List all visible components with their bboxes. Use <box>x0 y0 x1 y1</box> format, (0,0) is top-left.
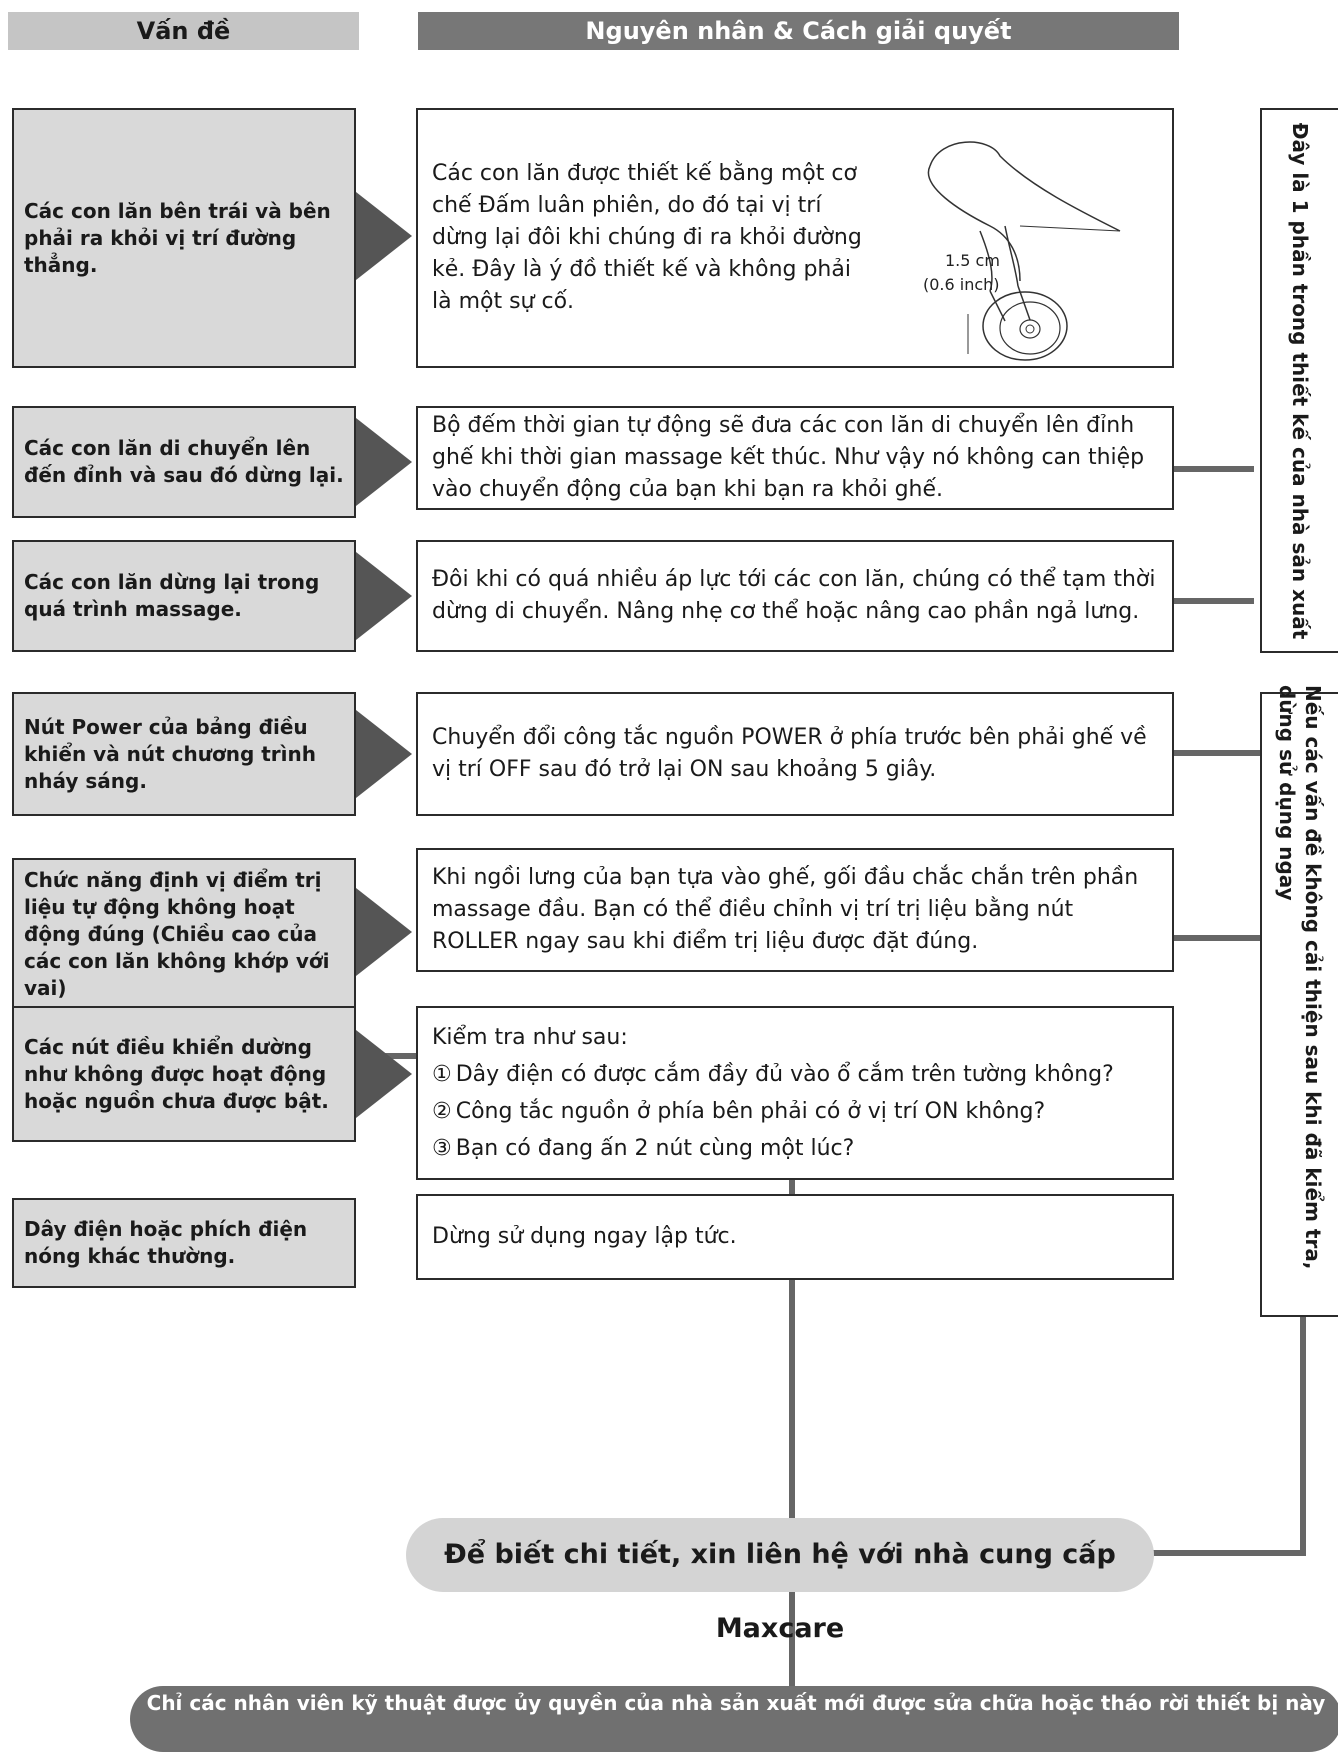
solution-row-1: Các con lăn được thiết kế bằng một cơ ch… <box>416 108 1174 368</box>
solution-row-3: Đôi khi có quá nhiều áp lực tới các con … <box>416 540 1174 652</box>
roller-dimension-inch: (0.6 inch) <box>923 275 1000 294</box>
connector-down-1 <box>789 1081 795 1521</box>
solution-row-4: Chuyển đổi công tắc nguồn POWER ở phía t… <box>416 692 1174 816</box>
problem-row-5: Chức năng định vị điểm trị liệu tự động … <box>12 858 356 1010</box>
connector-row3 <box>1174 598 1254 604</box>
connector-side2-down <box>1300 1315 1306 1553</box>
connector-side2-to-pill <box>1152 1550 1306 1556</box>
footer-warning: Chỉ các nhân viên kỹ thuật được ủy quyền… <box>130 1686 1338 1752</box>
contact-banner: Để biết chi tiết, xin liên hệ với nhà cu… <box>406 1518 1154 1644</box>
solution-row-7: Dừng sử dụng ngay lập tức. <box>416 1194 1174 1280</box>
problem-row-3: Các con lăn dừng lại trong quá trình mas… <box>12 540 356 652</box>
header-solution: Nguyên nhân & Cách giải quyết <box>418 12 1179 50</box>
connector-down-2 <box>789 1590 795 1688</box>
arrow-row-6 <box>356 1030 412 1118</box>
header-problem: Vấn đề <box>8 12 359 50</box>
connector-row4 <box>1174 750 1262 756</box>
arrow-row-3 <box>356 552 412 640</box>
arrow-row-2 <box>356 418 412 506</box>
connector-row6 <box>1174 935 1262 941</box>
solution-row-2: Bộ đếm thời gian tự động sẽ đưa các con … <box>416 406 1174 510</box>
side-note-design: Đây là 1 phần trong thiết kế của nhà sản… <box>1260 108 1338 653</box>
solution-row-5: Khi ngồi lưng của bạn tựa vào ghế, gối đ… <box>416 848 1174 972</box>
roller-dimension-cm: 1.5 cm <box>945 251 1000 270</box>
arrow-row-4 <box>356 710 412 798</box>
connector-row2 <box>1174 466 1254 472</box>
problem-row-6: Các nút điều khiển dường như không được … <box>12 1006 356 1142</box>
problem-row-1: Các con lăn bên trái và bên phải ra khỏi… <box>12 108 356 368</box>
arrow-row-1 <box>356 192 412 280</box>
check-title: Kiểm tra như sau: <box>432 1025 628 1050</box>
problem-row-7: Dây điện hoặc phích điện nóng khác thườn… <box>12 1198 356 1288</box>
arrow-row-5 <box>356 888 412 976</box>
problem-row-2: Các con lăn di chuyển lên đến đỉnh và sa… <box>12 406 356 518</box>
side-note-stop-use: Nếu các vấn đề không cải thiện sau khi đ… <box>1260 685 1338 1317</box>
problem-row-4: Nút Power của bảng điều khiển và nút chư… <box>12 692 356 816</box>
roller-illustration: 1.5 cm (0.6 inch) <box>923 141 1121 361</box>
